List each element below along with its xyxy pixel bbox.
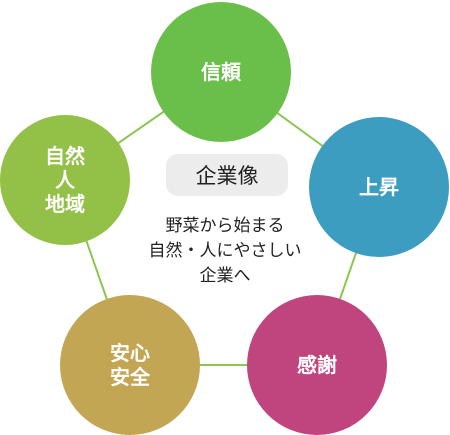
center-line-1: 野菜から始まる xyxy=(165,216,285,236)
center-line-3: 企業へ xyxy=(199,266,251,286)
node-rise-circle xyxy=(309,117,449,257)
center-title-text: 企業像 xyxy=(195,164,259,188)
node-trust-circle xyxy=(151,2,291,142)
center-title: 企業像 xyxy=(166,154,288,196)
node-nature-circle xyxy=(0,115,130,245)
node-safety-circle xyxy=(60,295,200,435)
center-line-2: 自然・人にやさしい xyxy=(148,241,302,261)
center-description: 野菜から始まる 自然・人にやさしい 企業へ xyxy=(130,214,320,289)
node-gratitude-circle xyxy=(247,295,387,435)
